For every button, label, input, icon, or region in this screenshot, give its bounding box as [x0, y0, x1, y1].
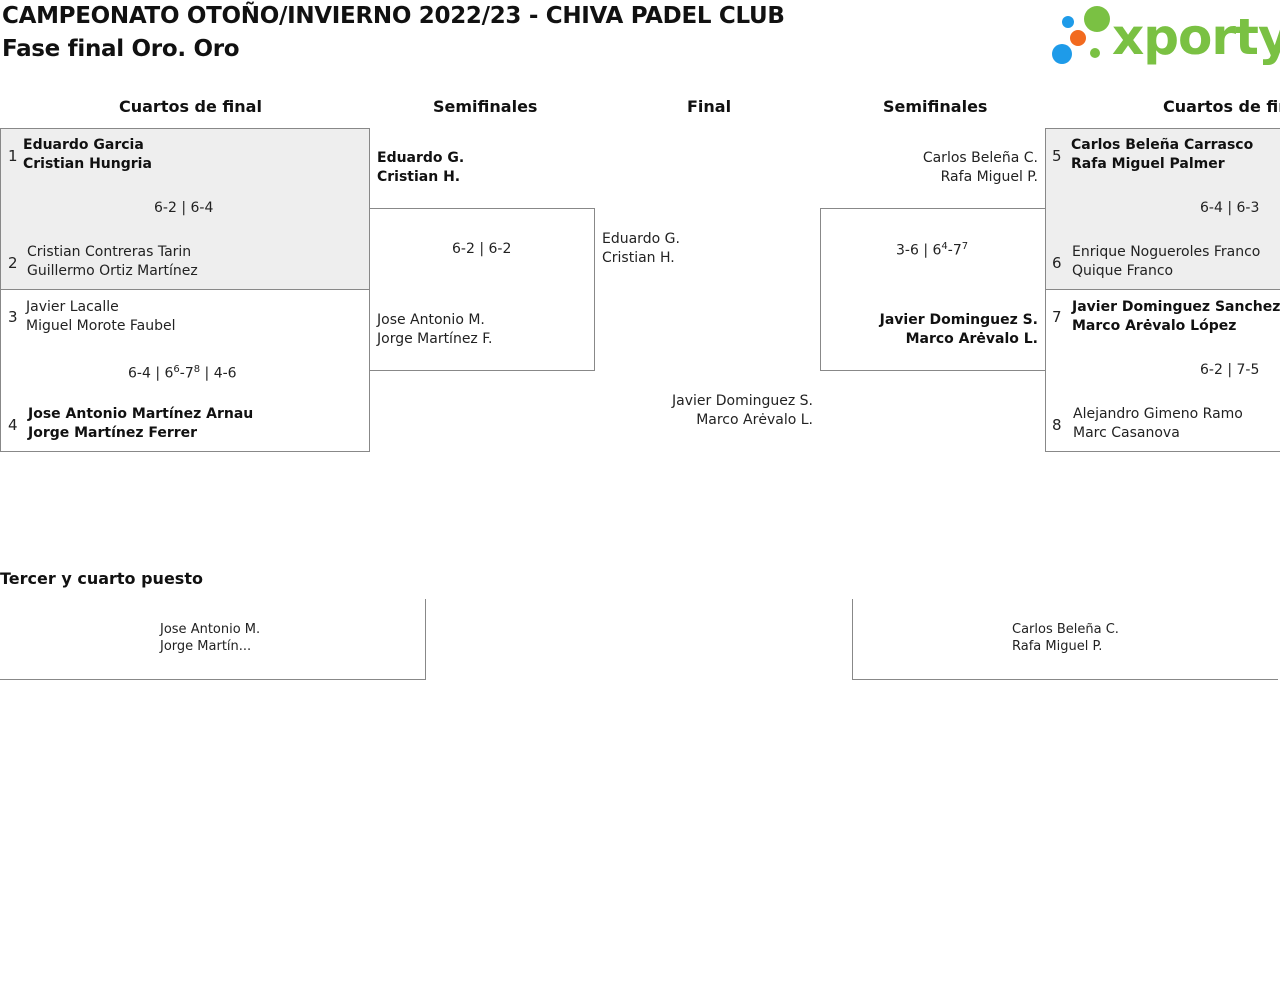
seed-number: 3: [8, 308, 18, 326]
player-name: Guillermo Ortiz Martínez: [27, 263, 198, 279]
player-name: Rafa Miguel Palmer: [1071, 156, 1225, 172]
player-name: Javier Lacalle: [26, 299, 119, 315]
third-place-left-slot[interactable]: Jose Antonio M. Jorge Martín...: [0, 599, 426, 680]
player-name: Javier Dominguez Sanchez: [1072, 299, 1280, 315]
player-name: Jose Antonio Martínez Arnau: [28, 406, 254, 422]
right-semifinal[interactable]: 3-6 | 64-77 Javier Dominguez S. Marco Ar…: [820, 208, 1046, 371]
seed-number: 4: [8, 416, 18, 434]
player-name: Marco Arėvalo L.: [905, 331, 1038, 347]
right-quarterfinal-2[interactable]: 7 Javier Dominguez Sanchez Marco Arėvalo…: [1045, 289, 1280, 452]
player-name: Rafa Miguel P.: [940, 169, 1038, 185]
round-header-left-semis: Semifinales: [433, 97, 538, 116]
player-name: Carlos Beleña C.: [922, 150, 1038, 166]
left-quarterfinal-1[interactable]: 1 Eduardo Garcia Cristian Hungria 6-2 | …: [0, 128, 370, 290]
player-name: Jose Antonio M.: [377, 312, 485, 328]
logo-dot-green-icon: [1084, 6, 1110, 32]
match-score: 6-2 | 7-5: [1200, 362, 1260, 378]
match-score: 3-6 | 64-77: [896, 241, 969, 259]
third-place-right-slot[interactable]: Carlos Beleña C. Rafa Miguel P.: [852, 599, 1278, 680]
player-name: Jorge Martín...: [160, 639, 252, 654]
player-name: Jorge Martínez F.: [377, 331, 493, 347]
seed-number: 7: [1052, 308, 1062, 326]
player-name: Enrique Nogueroles Franco: [1072, 244, 1261, 260]
left-semifinal[interactable]: 6-2 | 6-2 Jose Antonio M. Jorge Martínez…: [369, 208, 595, 371]
round-header-right-quarters: Cuartos de fin: [1163, 97, 1280, 116]
round-header-final: Final: [687, 97, 732, 116]
player-name: Marco Arėvalo L.: [696, 412, 813, 428]
player-name: Cristian H.: [377, 169, 461, 185]
player-name: Carlos Beleña Carrasco: [1071, 137, 1254, 153]
match-score: 6-4 | 66-78 | 4-6: [128, 364, 237, 382]
player-name: Cristian Hungria: [23, 156, 152, 172]
player-name: Javier Dominguez S.: [879, 312, 1038, 328]
player-name: Rafa Miguel P.: [1012, 639, 1103, 654]
player-name: Miguel Morote Faubel: [26, 318, 176, 334]
player-name: Eduardo Garcia: [23, 137, 144, 153]
logo-text: xporty: [1112, 8, 1280, 66]
player-name: Marco Arėvalo López: [1072, 318, 1237, 334]
right-quarterfinal-1[interactable]: 5 Carlos Beleña Carrasco Rafa Miguel Pal…: [1045, 128, 1280, 290]
player-name: Jose Antonio M.: [160, 622, 261, 637]
player-name: Cristian H.: [602, 250, 675, 266]
left-quarterfinal-2[interactable]: 3 Javier Lacalle Miguel Morote Faubel 6-…: [0, 289, 370, 452]
third-place-heading: Tercer y cuarto puesto: [0, 569, 203, 588]
logo-dot-blue-icon: [1052, 44, 1072, 64]
round-header-left-quarters: Cuartos de final: [119, 97, 262, 116]
player-name: Eduardo G.: [602, 231, 680, 247]
seed-number: 6: [1052, 254, 1062, 272]
player-name: Quique Franco: [1072, 263, 1174, 279]
seed-number: 1: [8, 147, 18, 165]
round-header-right-semis: Semifinales: [883, 97, 988, 116]
player-name: Alejandro Gimeno Ramo: [1073, 406, 1243, 422]
logo-dot-blue-small-icon: [1062, 16, 1074, 28]
seed-number: 2: [8, 254, 18, 272]
logo-dot-orange-icon: [1070, 30, 1086, 46]
player-name: Cristian Contreras Tarin: [27, 244, 192, 260]
match-score: 6-2 | 6-2: [452, 241, 512, 257]
player-name: Eduardo G.: [377, 150, 465, 166]
logo-dot-green-small-icon: [1090, 48, 1100, 58]
player-name: Marc Casanova: [1073, 425, 1180, 441]
xporty-logo[interactable]: xporty: [1050, 4, 1280, 68]
seed-number: 5: [1052, 147, 1062, 165]
match-score: 6-2 | 6-4: [154, 200, 214, 216]
page-title: CAMPEONATO OTOÑO/INVIERNO 2022/23 - CHIV…: [2, 3, 785, 29]
seed-number: 8: [1052, 416, 1062, 434]
player-name: Jorge Martínez Ferrer: [28, 425, 198, 441]
page-subtitle: Fase final Oro. Oro: [2, 36, 240, 62]
player-name: Carlos Beleña C.: [1012, 622, 1119, 637]
match-score: 6-4 | 6-3: [1200, 200, 1260, 216]
player-name: Javier Dominguez S.: [672, 393, 813, 409]
